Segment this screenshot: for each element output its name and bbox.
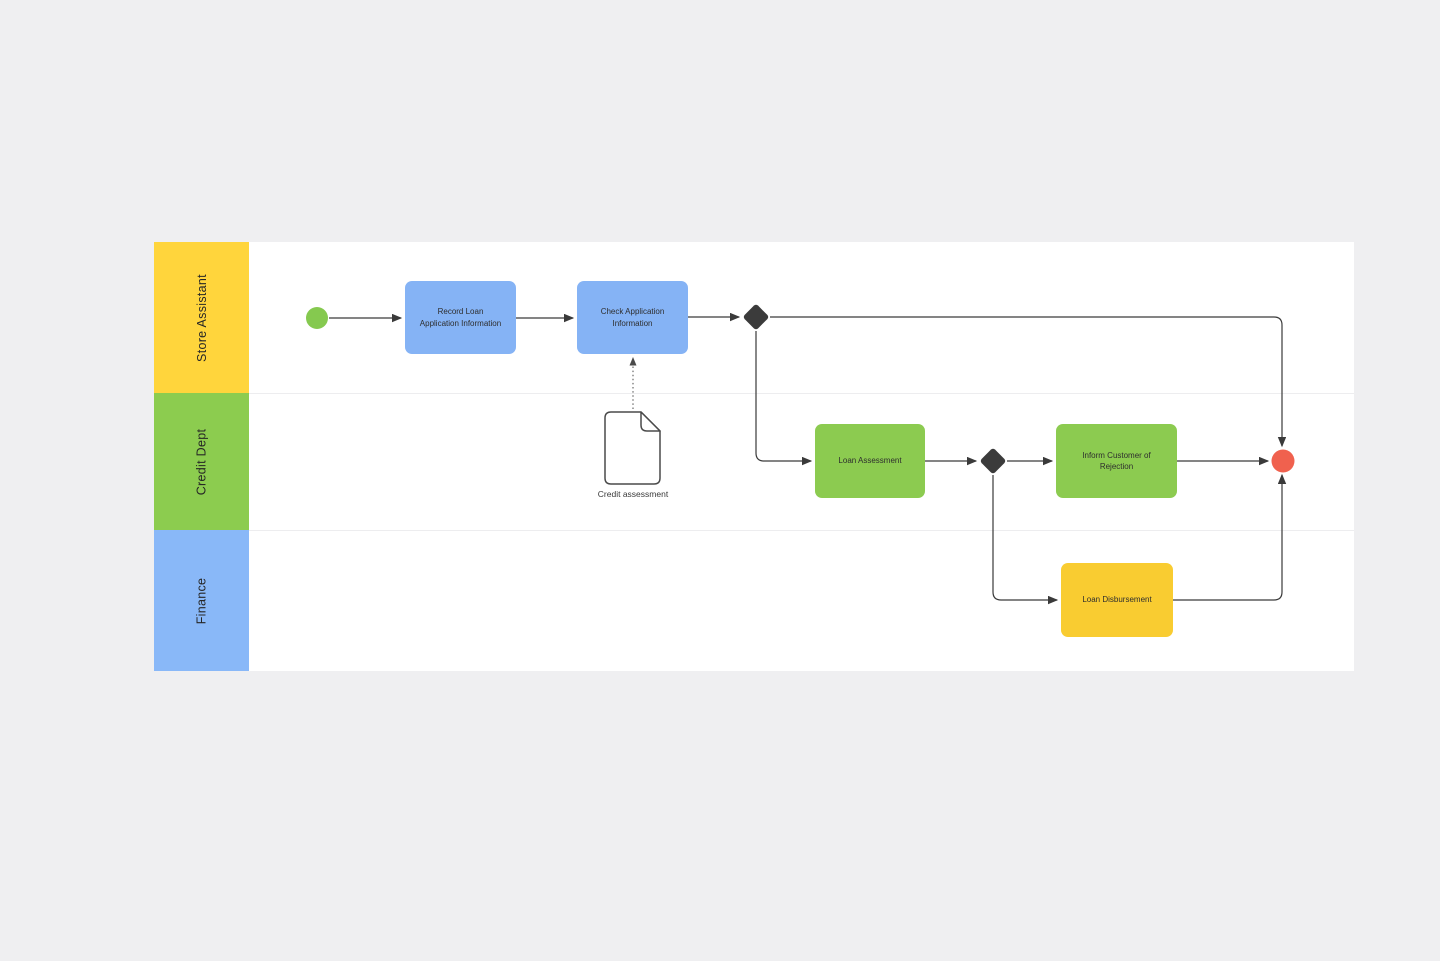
gateway-1[interactable]	[743, 304, 770, 331]
task-inform-rejection[interactable]: Inform Customer of Rejection	[1056, 424, 1177, 498]
lane-store-assistant[interactable]: Store Assistant	[154, 242, 249, 393]
lane-finance[interactable]: Finance	[154, 530, 249, 671]
diagram-canvas: Store Assistant Credit Dept Finance	[154, 242, 1354, 671]
task-label: Inform Customer of Rejection	[1082, 450, 1151, 471]
document-label: Credit assessment	[597, 489, 669, 499]
task-label: Record Loan Application Information	[419, 307, 502, 328]
flow-gateway1-to-loan-assessment[interactable]	[755, 331, 813, 466]
end-event[interactable]	[1271, 449, 1295, 473]
task-loan-assessment[interactable]: Loan Assessment	[815, 424, 925, 498]
flow-disbursement-to-end[interactable]	[1173, 473, 1287, 601]
task-loan-disbursement[interactable]: Loan Disbursement	[1061, 563, 1173, 637]
flow-gateway1-to-end[interactable]	[770, 316, 1287, 448]
task-record-loan[interactable]: Record Loan Application Information	[405, 281, 516, 354]
flow-gateway2-to-disbursement[interactable]	[992, 475, 1059, 605]
document-credit-assessment[interactable]	[604, 411, 661, 485]
task-label: Check Application Information	[600, 307, 665, 328]
lane-divider	[249, 530, 1354, 531]
lane-divider	[249, 393, 1354, 394]
task-label: Loan Disbursement	[1082, 595, 1152, 605]
start-event[interactable]	[306, 307, 328, 329]
gateway-2[interactable]	[980, 448, 1007, 475]
task-check-application[interactable]: Check Application Information	[577, 281, 688, 354]
task-label: Loan Assessment	[838, 456, 902, 466]
connector-layer	[306, 304, 1295, 605]
lane-credit-dept[interactable]: Credit Dept	[154, 393, 249, 530]
